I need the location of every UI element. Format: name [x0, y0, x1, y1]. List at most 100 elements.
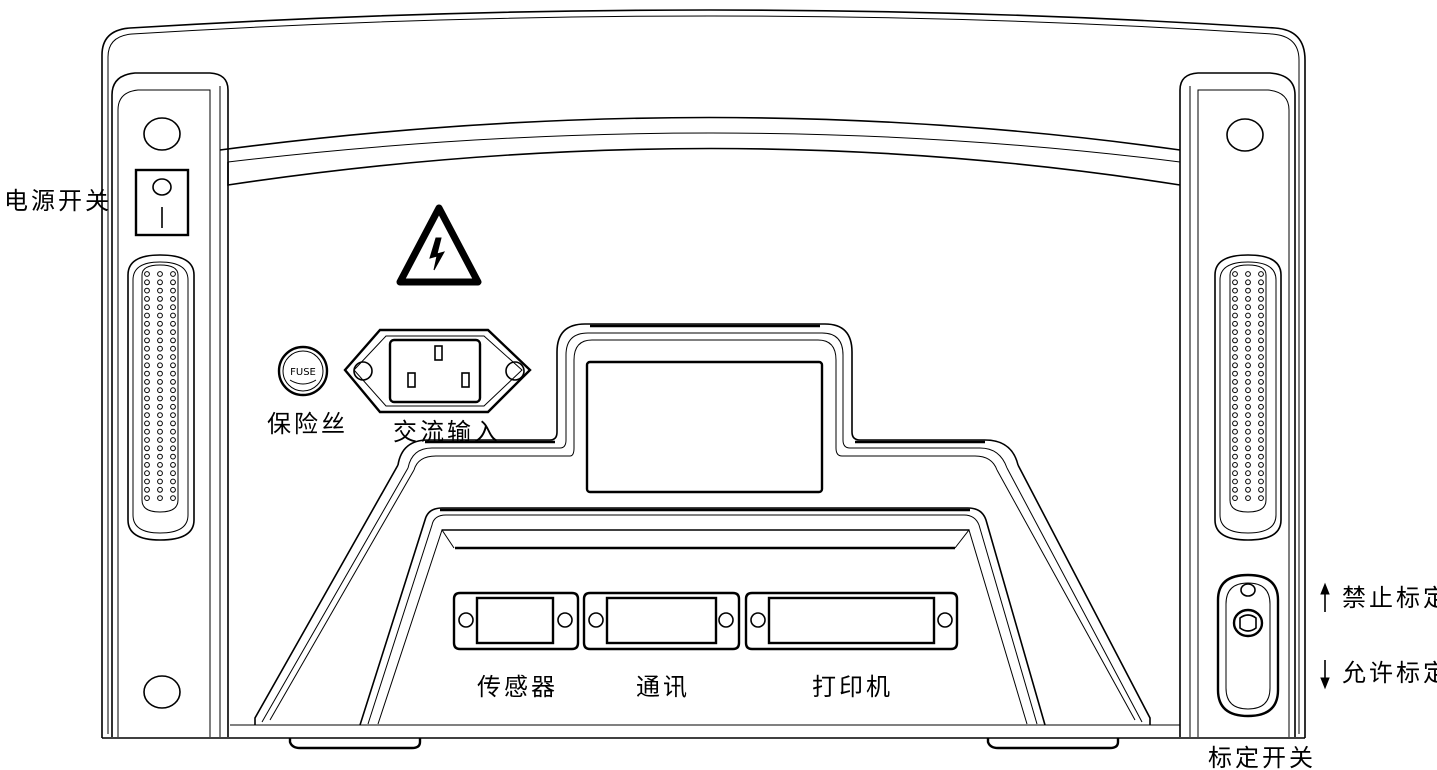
- connector-pin: [1245, 337, 1251, 344]
- connector-pin: [170, 320, 176, 327]
- arrow-down-icon: [1320, 660, 1330, 690]
- connector-pin: [1245, 437, 1251, 443]
- connector-pin: [170, 370, 176, 377]
- connector-pin: [1258, 395, 1264, 402]
- connector-pin: [1232, 312, 1238, 319]
- connector-pin: [170, 445, 176, 452]
- connector-pin: [144, 370, 150, 377]
- connector-pin: [1232, 412, 1238, 419]
- connector-pin: [1232, 271, 1238, 277]
- sensor-port[interactable]: [452, 591, 580, 651]
- connector-pin: [1232, 304, 1238, 311]
- connector-pin: [1258, 370, 1264, 377]
- connector-pin: [1232, 370, 1238, 377]
- fuse-holder[interactable]: FUSE: [277, 345, 329, 397]
- connector-pin: [144, 470, 150, 477]
- connector-pin: [170, 420, 176, 427]
- communication-port[interactable]: [582, 591, 741, 651]
- connector-pin: [1258, 379, 1264, 385]
- connector-pin: [1245, 412, 1251, 419]
- connector-pin: [170, 296, 176, 302]
- connector-pin: [157, 320, 163, 327]
- connector-pin: [157, 287, 163, 294]
- connector-pin: [1258, 445, 1264, 452]
- connector-pin: [157, 337, 163, 344]
- connector-pin: [157, 437, 163, 443]
- connector-pin: [1232, 462, 1238, 468]
- connector-pin: [1232, 428, 1238, 435]
- connector-pin: [144, 362, 150, 369]
- connector-pin: [1232, 470, 1238, 477]
- calibration-switch[interactable]: [1216, 573, 1280, 718]
- connector-pin: [170, 395, 176, 402]
- power-switch[interactable]: [134, 168, 190, 237]
- high-voltage-warning-icon: [396, 204, 482, 286]
- connector-pin: [1245, 312, 1251, 319]
- connector-pin: [144, 271, 150, 277]
- connector-pin: [1232, 403, 1238, 410]
- connector-pin: [157, 395, 163, 402]
- connector-pin: [144, 486, 150, 493]
- connector-pin: [1245, 320, 1251, 327]
- connector-pin: [1245, 354, 1251, 360]
- housing-outline: [101, 9, 1306, 750]
- connector-pin: [157, 354, 163, 360]
- connector-pin: [144, 304, 150, 311]
- connector-pin: [1232, 379, 1238, 385]
- connector-pin: [1258, 287, 1264, 294]
- connector-pin: [170, 312, 176, 319]
- connector-pin: [157, 387, 163, 394]
- connector-pin: [144, 320, 150, 327]
- connector-pin: [157, 462, 163, 468]
- connector-pin: [170, 428, 176, 435]
- connector-pin: [1245, 279, 1251, 286]
- connector-pin: [1258, 387, 1264, 394]
- connector-pin: [144, 379, 150, 385]
- connector-pin: [1258, 403, 1264, 410]
- connector-pin: [1232, 354, 1238, 360]
- connector-pin: [1258, 345, 1264, 352]
- connector-pin: [1232, 387, 1238, 394]
- connector-pin: [1258, 470, 1264, 477]
- connector-pin: [170, 304, 176, 311]
- screw-hole: [1226, 118, 1264, 152]
- connector-pin: [1258, 486, 1264, 493]
- connector-pin: [157, 470, 163, 477]
- connector-pin: [1245, 470, 1251, 477]
- connector-pin: [1245, 271, 1251, 277]
- connector-pin: [1245, 453, 1251, 460]
- calibration-disabled-label: 禁止标定: [1342, 584, 1437, 612]
- connector-pin: [1245, 462, 1251, 468]
- left-side-panel: [111, 72, 229, 737]
- lower-trapezoid-frame: [254, 464, 1151, 726]
- printer-port[interactable]: [744, 591, 959, 651]
- connector-pin: [1245, 403, 1251, 410]
- connector-pin: [1232, 445, 1238, 452]
- connector-pin: [1258, 462, 1264, 468]
- connector-pin: [144, 337, 150, 344]
- connector-pin: [1245, 362, 1251, 369]
- connector-pin: [170, 379, 176, 385]
- connector-pin: [170, 486, 176, 493]
- connector-pin: [1232, 296, 1238, 302]
- connector-pin: [144, 395, 150, 402]
- connector-pin: [1232, 279, 1238, 286]
- connector-pin: [1232, 395, 1238, 402]
- connector-pin: [144, 437, 150, 443]
- connector-pin: [144, 428, 150, 435]
- connector-pin: [1245, 296, 1251, 302]
- connector-pin: [1245, 387, 1251, 394]
- connector-pin: [144, 329, 150, 336]
- connector-pin: [170, 271, 176, 277]
- arrow-up-icon: [1320, 582, 1330, 612]
- connector-pin: [1232, 345, 1238, 352]
- connector-pin: [1232, 362, 1238, 369]
- connector-pin: [1232, 320, 1238, 327]
- ac-input-socket[interactable]: [343, 328, 532, 414]
- upper-center-plate: [397, 323, 1019, 494]
- connector-pin: [144, 462, 150, 468]
- connector-pin: [1245, 329, 1251, 336]
- connector-pin: [1232, 478, 1238, 485]
- calibration-switch-label: 标定开关: [1208, 744, 1316, 770]
